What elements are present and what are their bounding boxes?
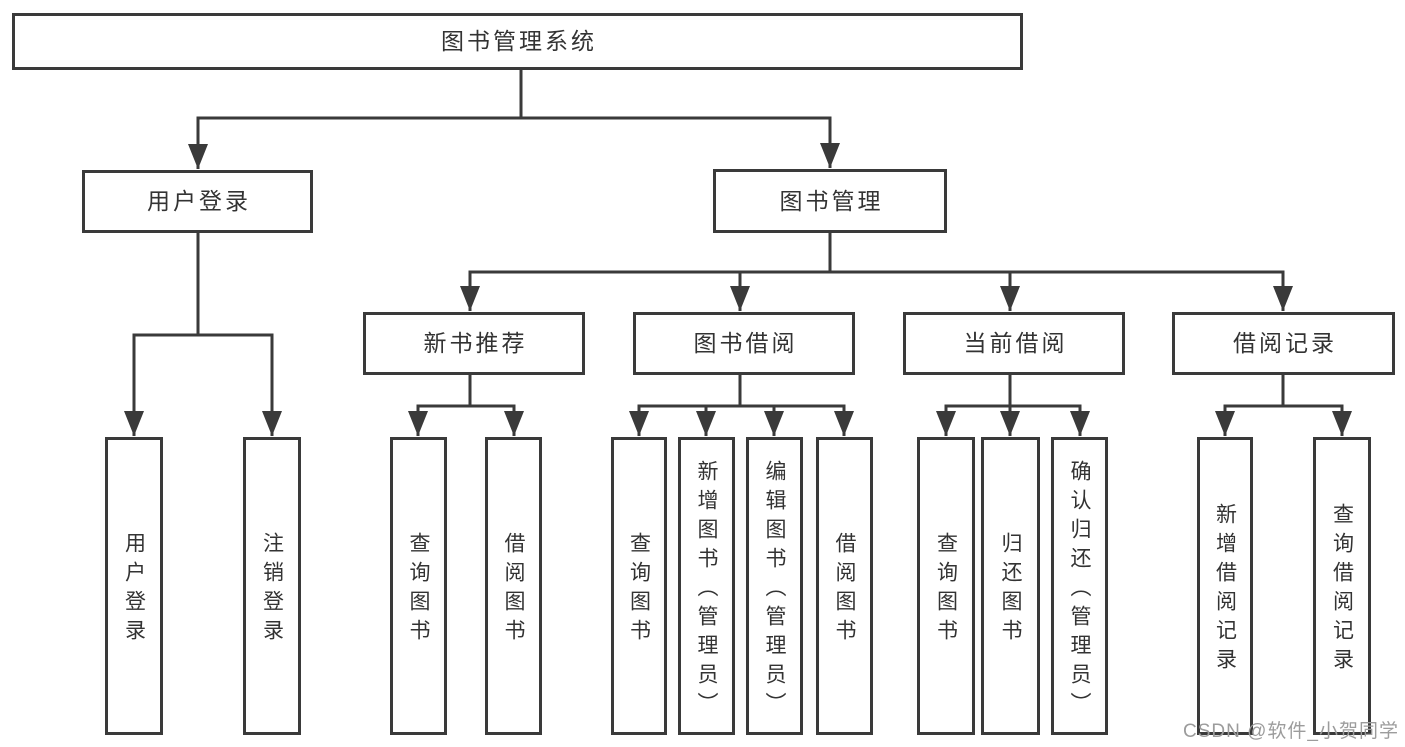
leaf-borrow-books: 借阅图书 xyxy=(816,437,873,735)
leaf-query-books-borrow: 查询图书 xyxy=(611,437,667,735)
node-current-borrow-label: 当前借阅 xyxy=(963,330,1068,356)
leaf-query-books-current: 查询图书 xyxy=(917,437,975,735)
leaf-borrow-books-recommend: 借阅图书 xyxy=(485,437,542,735)
leaf-user-login: 用户登录 xyxy=(105,437,163,735)
leaf-query-books-borrow-label: 查询图书 xyxy=(627,532,651,648)
node-current-borrow: 当前借阅 xyxy=(903,312,1125,375)
csdn-watermark: CSDN @软件_小贺同学 xyxy=(1183,721,1399,742)
leaf-query-books-current-label: 查询图书 xyxy=(934,532,958,648)
leaf-add-borrow-record: 新增借阅记录 xyxy=(1197,437,1253,735)
node-user-login-group: 用户登录 xyxy=(82,170,313,233)
node-new-book-recommend: 新书推荐 xyxy=(363,312,585,375)
node-new-book-recommend-label: 新书推荐 xyxy=(423,330,528,356)
node-book-management: 图书管理 xyxy=(713,169,947,233)
leaf-logout-login: 注销登录 xyxy=(243,437,301,735)
leaf-borrow-books-recommend-label: 借阅图书 xyxy=(502,532,525,648)
node-library-management-system-label: 图书管理系统 xyxy=(441,28,597,54)
leaf-query-borrow-record-label: 查询借阅记录 xyxy=(1330,503,1354,677)
node-user-login-group-label: 用户登录 xyxy=(147,188,251,214)
leaf-confirm-return-admin: 确认归还（管理员） xyxy=(1051,437,1108,735)
leaf-logout-login-label: 注销登录 xyxy=(260,532,284,648)
leaf-query-books-recommend: 查询图书 xyxy=(390,437,447,735)
node-book-borrow-label: 图书借阅 xyxy=(693,330,798,356)
leaf-borrow-books-label: 借阅图书 xyxy=(833,532,856,648)
leaf-return-books-label: 归还图书 xyxy=(999,532,1022,648)
leaf-add-book-admin-label: 新增图书（管理员） xyxy=(695,459,718,721)
leaf-return-books: 归还图书 xyxy=(981,437,1040,735)
leaf-edit-book-admin: 编辑图书（管理员） xyxy=(746,437,803,735)
leaf-confirm-return-admin-label: 确认归还（管理员） xyxy=(1068,459,1091,721)
leaf-query-borrow-record: 查询借阅记录 xyxy=(1313,437,1371,735)
node-borrow-records: 借阅记录 xyxy=(1172,312,1395,375)
leaf-user-login-label: 用户登录 xyxy=(122,532,146,648)
node-book-borrow: 图书借阅 xyxy=(633,312,855,375)
leaf-add-borrow-record-label: 新增借阅记录 xyxy=(1213,503,1237,677)
leaf-edit-book-admin-label: 编辑图书（管理员） xyxy=(763,459,786,721)
node-borrow-records-label: 借阅记录 xyxy=(1233,330,1337,356)
node-library-management-system: 图书管理系统 xyxy=(12,13,1023,70)
node-book-management-label: 图书管理 xyxy=(779,187,884,214)
leaf-add-book-admin: 新增图书（管理员） xyxy=(678,437,735,735)
leaf-query-books-recommend-label: 查询图书 xyxy=(407,532,430,648)
